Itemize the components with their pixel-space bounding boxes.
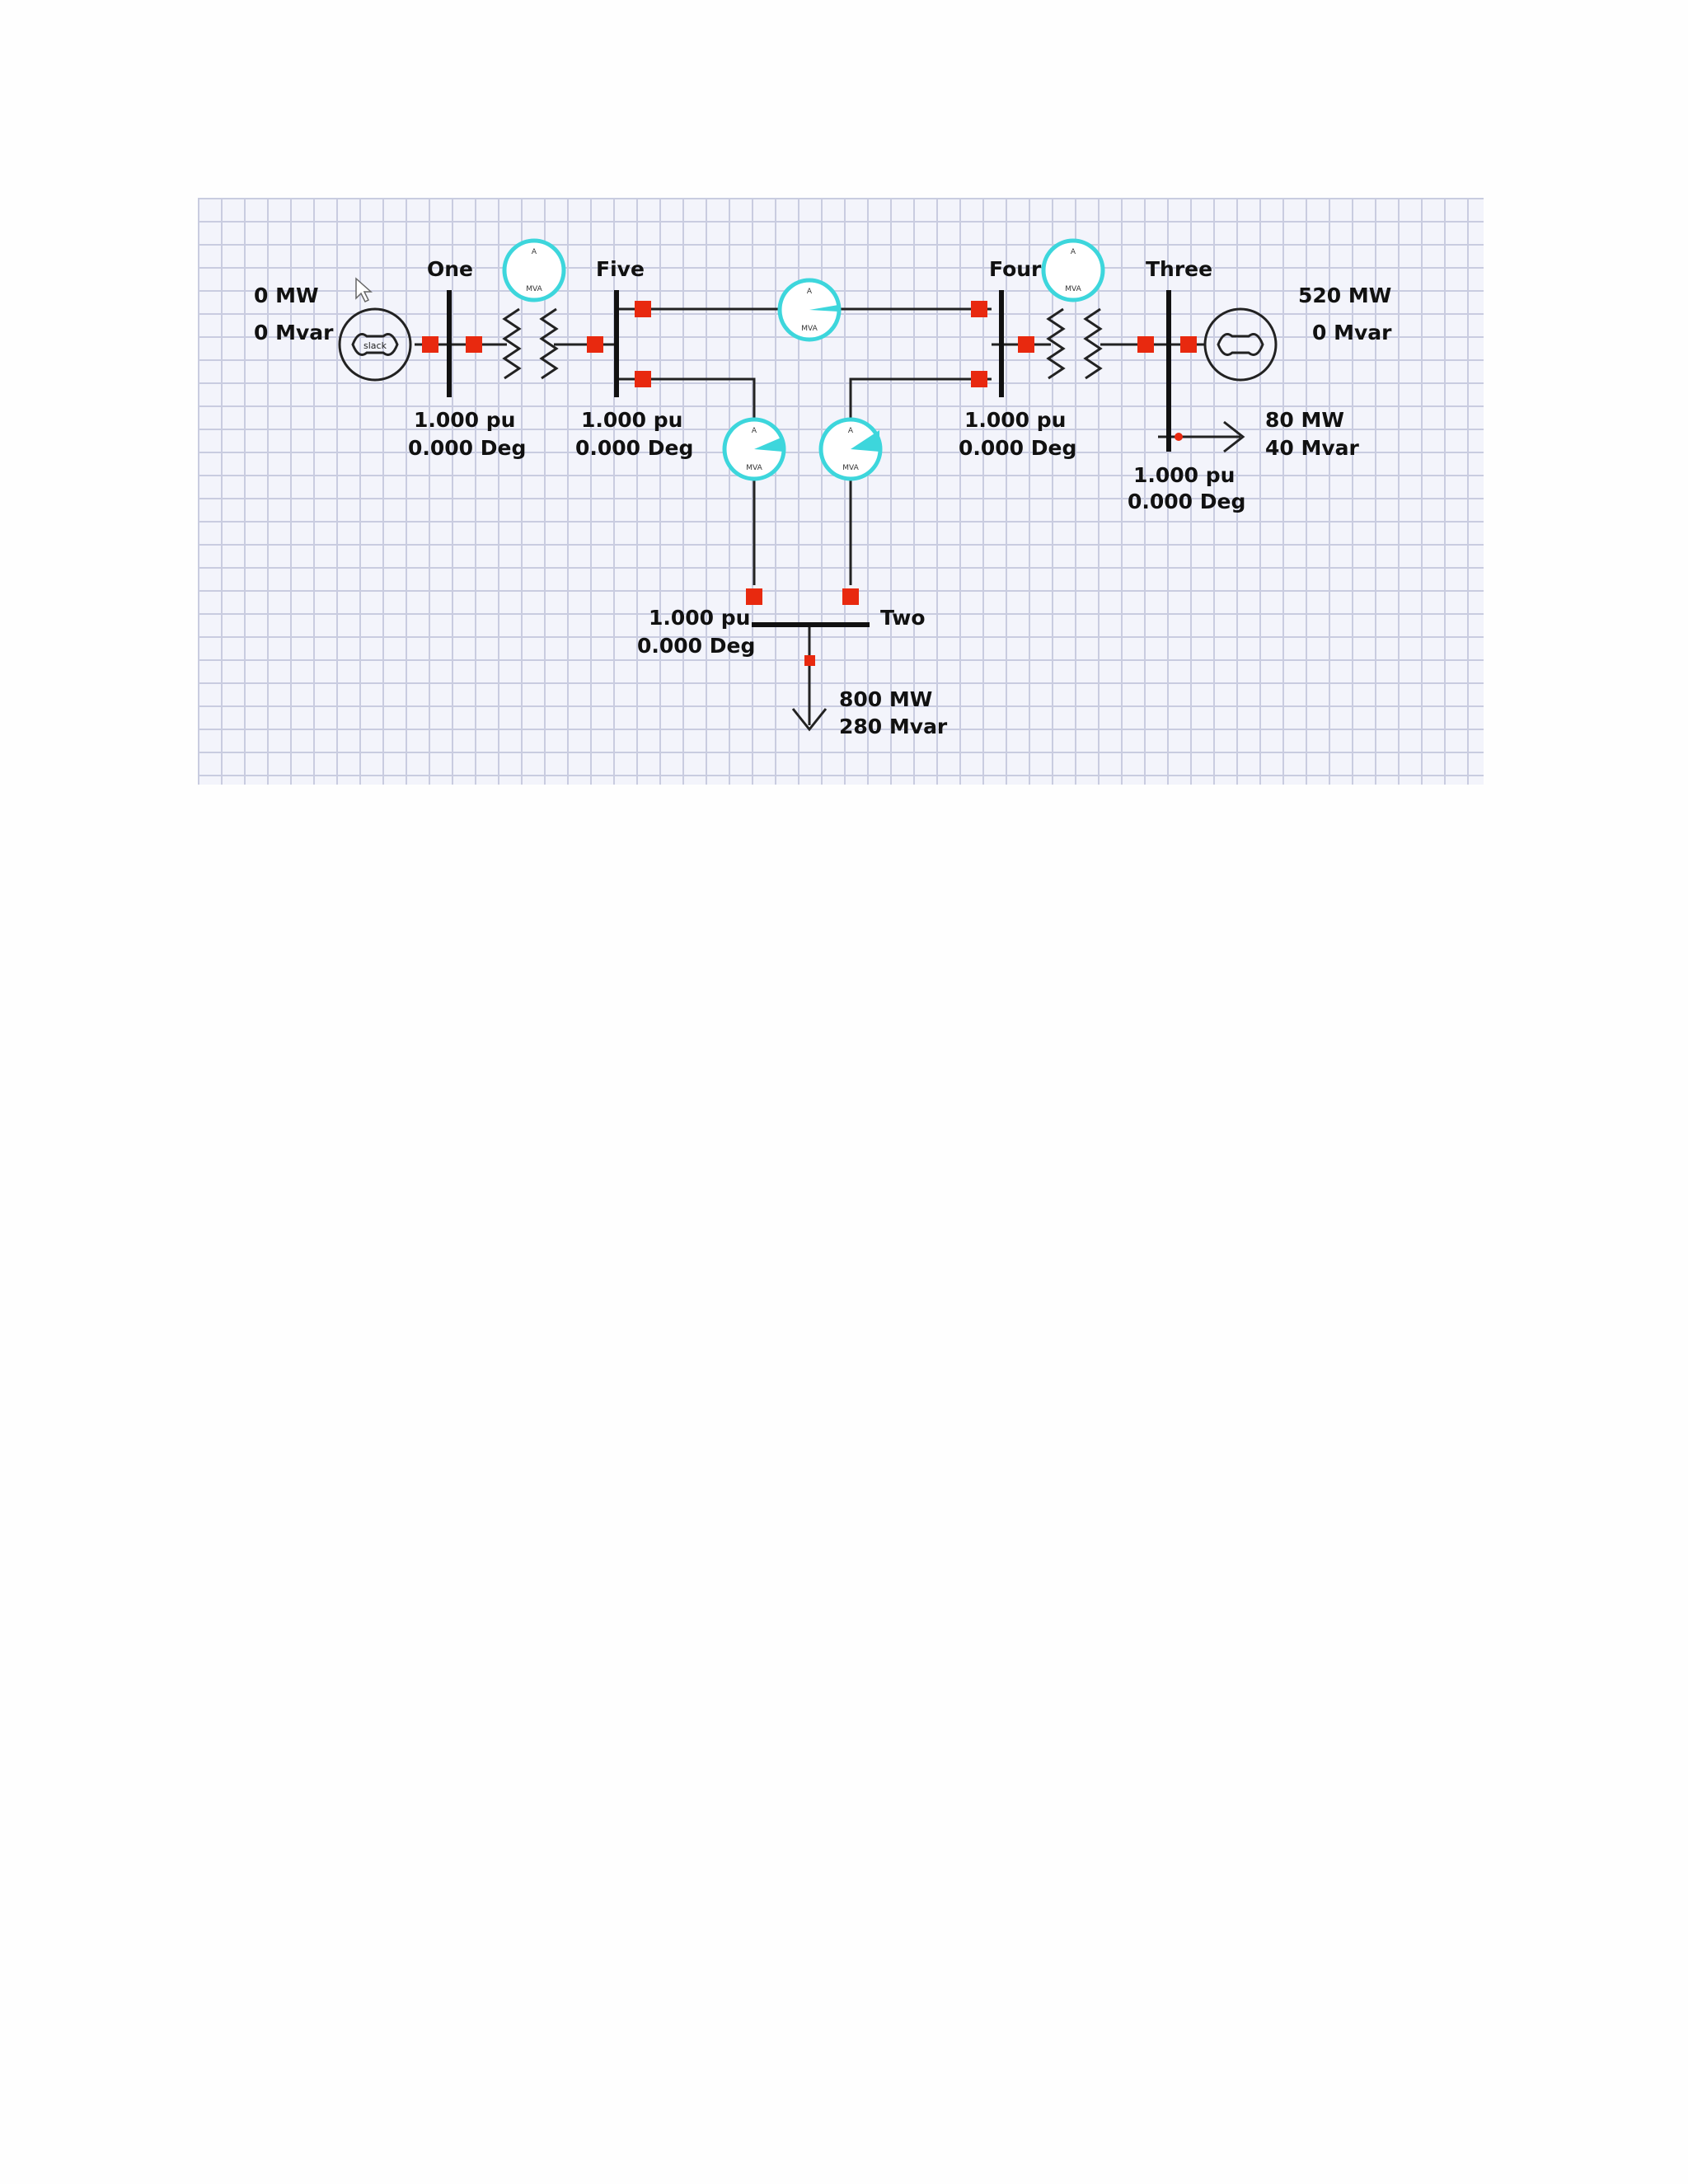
svg-text:A: A	[807, 288, 813, 296]
svg-text:A: A	[848, 427, 854, 435]
breaker-gen-one[interactable]	[422, 336, 438, 353]
arrow-cursor-icon	[355, 277, 373, 303]
breaker-xfmr-three[interactable]	[1137, 336, 1154, 353]
load-three-mvar: 40 Mvar	[1265, 436, 1360, 460]
load-three-arrow-icon[interactable]	[1175, 420, 1245, 453]
bus-four-name: Four	[989, 257, 1042, 281]
bus-five-name: Five	[596, 257, 645, 281]
load-two-mw: 800 MW	[839, 687, 932, 711]
svg-text:MVA: MVA	[746, 464, 762, 472]
bus-four-angle: 0.000 Deg	[959, 436, 1076, 460]
breaker-gen-three[interactable]	[1180, 336, 1197, 353]
svg-text:MVA: MVA	[842, 464, 859, 472]
bus-two-angle: 0.000 Deg	[637, 634, 755, 658]
bus-two-name: Two	[880, 606, 926, 630]
bus-four-voltage: 1.000 pu	[964, 408, 1066, 432]
bus-three-voltage: 1.000 pu	[1133, 463, 1235, 487]
breaker-five-two-from[interactable]	[635, 371, 651, 387]
gen-three-mw: 520 MW	[1298, 284, 1391, 307]
breaker-five-four-to[interactable]	[971, 301, 987, 317]
bus-one-voltage: 1.000 pu	[414, 408, 515, 432]
one-line-diagram: slack	[198, 198, 1484, 785]
bus-five-voltage: 1.000 pu	[581, 408, 682, 432]
mva-meter-five-four-icon[interactable]: A MVA	[777, 278, 842, 342]
generator-three-icon[interactable]	[1203, 307, 1278, 382]
breaker-one-xfmr[interactable]	[466, 336, 482, 353]
generator-one-slack-icon[interactable]: slack	[338, 307, 412, 382]
breaker-xfmr-five[interactable]	[587, 336, 603, 353]
wires	[415, 307, 1240, 725]
gen-one-mvar: 0 Mvar	[254, 321, 334, 344]
breaker-four-two-to[interactable]	[842, 588, 859, 605]
svg-text:MVA: MVA	[801, 325, 818, 333]
load-two-mvar: 280 Mvar	[839, 715, 948, 738]
svg-text:A: A	[532, 248, 537, 256]
generator-slack-tag: slack	[363, 340, 387, 351]
breaker-five-two-to[interactable]	[746, 588, 762, 605]
transformer-one-five-icon[interactable]	[502, 307, 559, 380]
svg-text:MVA: MVA	[526, 285, 542, 293]
svg-text:A: A	[1071, 248, 1076, 256]
breaker-five-four-from[interactable]	[635, 301, 651, 317]
mva-meter-four-two-icon[interactable]: A MVA	[818, 417, 883, 481]
bus-one-name: One	[427, 257, 473, 281]
breakers	[422, 301, 1197, 666]
breaker-four-xfmr[interactable]	[1018, 336, 1034, 353]
breaker-four-two-from[interactable]	[971, 371, 987, 387]
bus-three-angle: 0.000 Deg	[1128, 490, 1245, 513]
bus-one-angle: 0.000 Deg	[408, 436, 526, 460]
load-two-arrow-icon[interactable]	[791, 708, 828, 732]
svg-text:A: A	[752, 427, 757, 435]
mva-meter-one-five-icon[interactable]: A MVA	[502, 238, 566, 302]
mva-meter-four-three-icon[interactable]: A MVA	[1041, 238, 1105, 302]
bus-five-angle: 0.000 Deg	[575, 436, 693, 460]
transformer-four-three-icon[interactable]	[1046, 307, 1103, 380]
load-three-mw: 80 MW	[1265, 408, 1344, 432]
bus-three-name: Three	[1146, 257, 1212, 281]
svg-text:MVA: MVA	[1065, 285, 1081, 293]
mva-meter-five-two-icon[interactable]: A MVA	[722, 417, 786, 481]
breaker-load-two[interactable]	[804, 655, 815, 666]
gen-one-mw: 0 MW	[254, 284, 319, 307]
bus-two-voltage: 1.000 pu	[649, 606, 750, 630]
gen-three-mvar: 0 Mvar	[1312, 321, 1392, 344]
